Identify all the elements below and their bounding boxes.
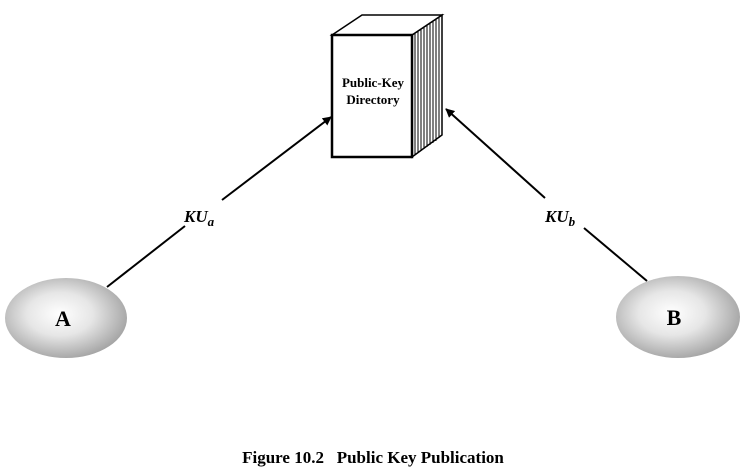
node-a-label: A [55,306,71,331]
edge-b-to-directory: KUb [445,108,648,282]
edge-label-kub: KUb [544,207,576,229]
node-a: A [5,278,127,358]
directory-label-line1: Public-Key [342,75,405,90]
figure-caption: Figure 10.2 Public Key Publication [242,448,504,467]
public-key-directory: Public-Key Directory [329,13,445,159]
book-icon [329,13,445,159]
arrow-b-to-directory [583,227,648,282]
edge-a-to-directory: KUa [106,116,332,288]
node-b-label: B [667,305,682,330]
directory-label-line2: Directory [346,92,400,107]
arrow-a-to-directory [106,225,186,288]
node-b: B [616,276,740,358]
edge-label-kua: KUa [183,207,215,229]
